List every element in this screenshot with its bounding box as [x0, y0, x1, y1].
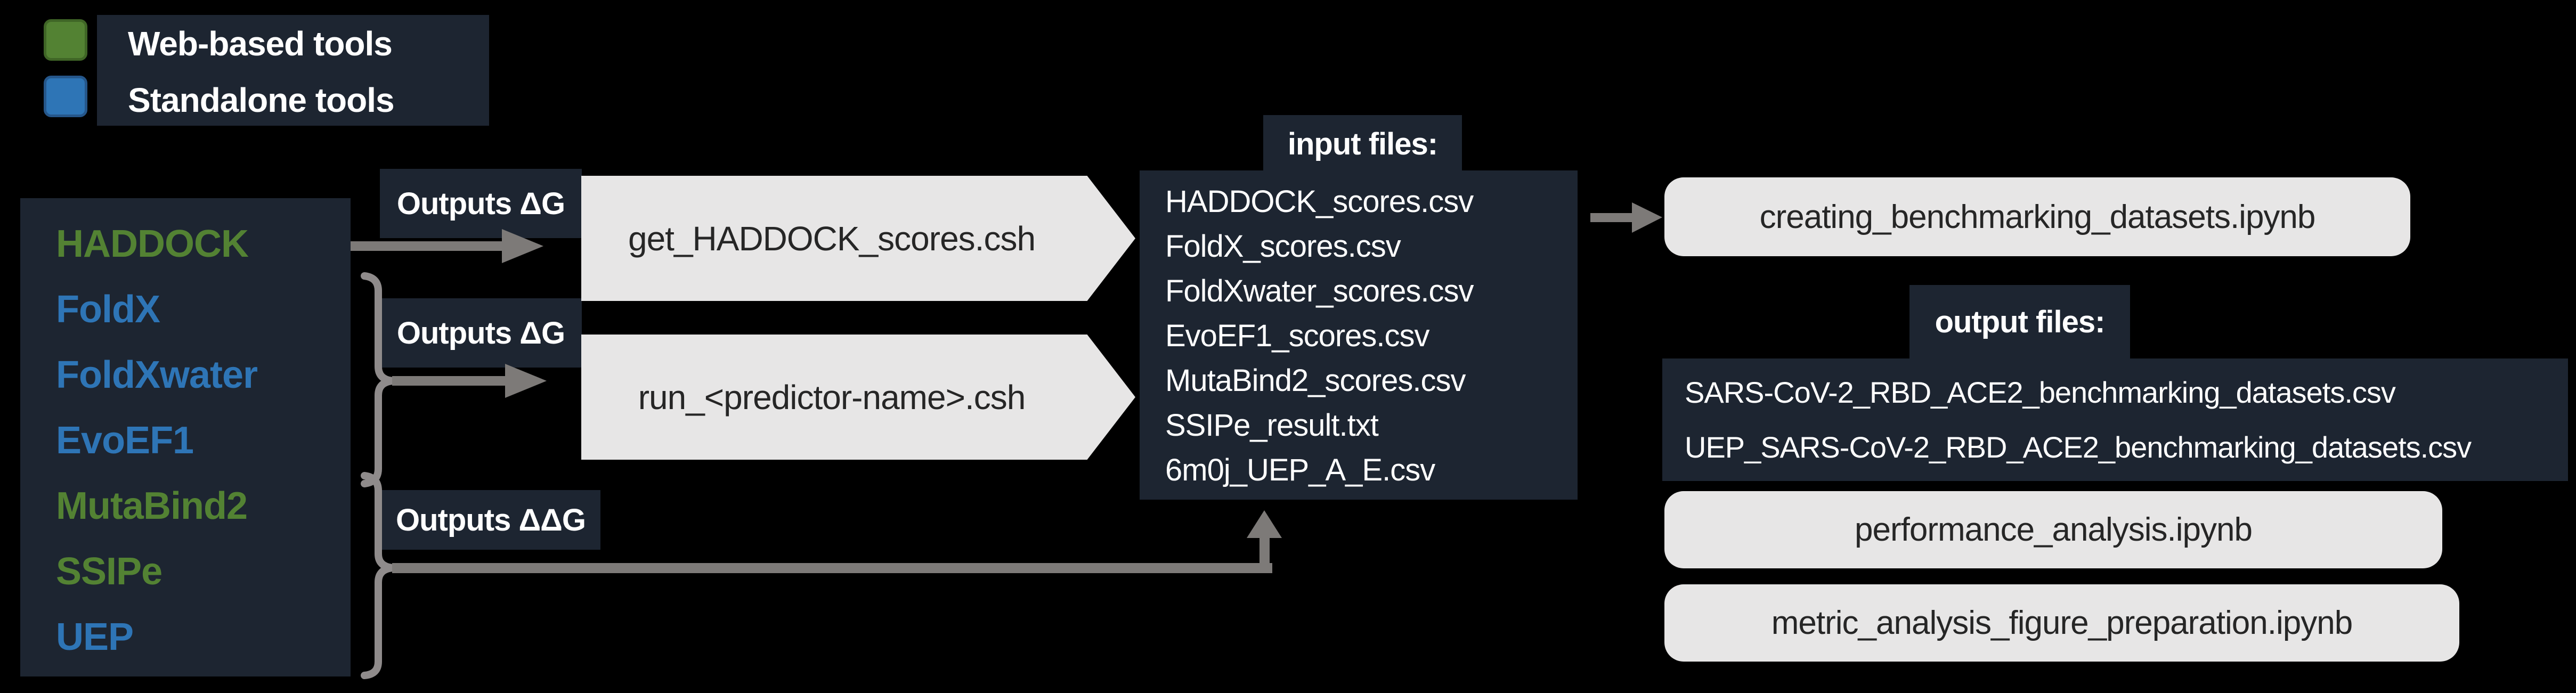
input-file-item: MutaBind2_scores.csv — [1165, 363, 1466, 398]
output-file-item: UEP_SARS-CoV-2_RBD_ACE2_benchmarking_dat… — [1685, 430, 2472, 464]
output-files-list: SARS-CoV-2_RBD_ACE2_benchmarking_dataset… — [1685, 365, 2472, 475]
label-outputs-dg-haddock: Outputs ΔG — [380, 169, 582, 238]
label-outputs-dg-group: Outputs ΔG — [380, 298, 582, 368]
output-file-item: SARS-CoV-2_RBD_ACE2_benchmarking_dataset… — [1685, 376, 2396, 409]
notebook-performance-label: performance_analysis.ipynb — [1855, 511, 2253, 548]
input-files-list: HADDOCK_scores.csv FoldX_scores.csv Fold… — [1165, 179, 1474, 492]
output-files-panel — [1662, 358, 2568, 481]
input-files-title: input files: — [1263, 115, 1462, 173]
legend-label-web-tools: Web-based tools — [128, 25, 393, 63]
notebook-creating-benchmarking-datasets: creating_benchmarking_datasets.ipynb — [1664, 177, 2410, 256]
legend-swatch-standalone-tools — [44, 76, 87, 117]
input-file-item: HADDOCK_scores.csv — [1165, 184, 1474, 219]
tool-evoef1: EvoEF1 — [56, 419, 194, 462]
notebook-metric-analysis: metric_analysis_figure_preparation.ipynb — [1664, 584, 2459, 662]
input-file-item: 6m0j_UEP_A_E.csv — [1165, 452, 1435, 487]
input-file-item: SSIPe_result.txt — [1165, 407, 1379, 443]
label-outputs-ddg-group: Outputs ΔΔG — [381, 490, 600, 550]
notebook-performance-analysis: performance_analysis.ipynb — [1664, 491, 2442, 568]
tool-uep: UEP — [56, 616, 134, 658]
tool-mutabind2: MutaBind2 — [56, 485, 248, 527]
tool-foldx: FoldX — [56, 288, 160, 331]
script-box-get-haddock-scores-label: get_HADDOCK_scores.csh — [628, 219, 1036, 258]
notebook-creating-label: creating_benchmarking_datasets.ipynb — [1759, 198, 2316, 235]
output-files-title: output files: — [1909, 285, 2130, 358]
legend-swatch-web-tools — [44, 19, 87, 61]
legend-label-standalone-tools: Standalone tools — [128, 81, 395, 119]
notebook-metric-label: metric_analysis_figure_preparation.ipynb — [1771, 605, 2353, 641]
tool-haddock: HADDOCK — [56, 223, 249, 265]
arrow-group1-to-script — [392, 364, 547, 398]
input-file-item: FoldX_scores.csv — [1165, 229, 1401, 264]
tools-panel — [20, 198, 351, 676]
script-box-run-predictor: run_<predictor-name>.csh — [581, 335, 1135, 460]
input-file-item: EvoEF1_scores.csv — [1165, 318, 1430, 353]
arrow-input-to-creating-notebook — [1590, 202, 1662, 233]
tool-foldxwater: FoldXwater — [56, 354, 258, 396]
input-file-item: FoldXwater_scores.csv — [1165, 273, 1474, 308]
legend-panel — [97, 15, 489, 126]
script-box-get-haddock-scores: get_HADDOCK_scores.csh — [581, 176, 1135, 301]
script-box-run-predictor-label: run_<predictor-name>.csh — [638, 378, 1026, 417]
input-files-panel — [1140, 170, 1578, 500]
tool-ssipe: SSIPe — [56, 550, 162, 593]
